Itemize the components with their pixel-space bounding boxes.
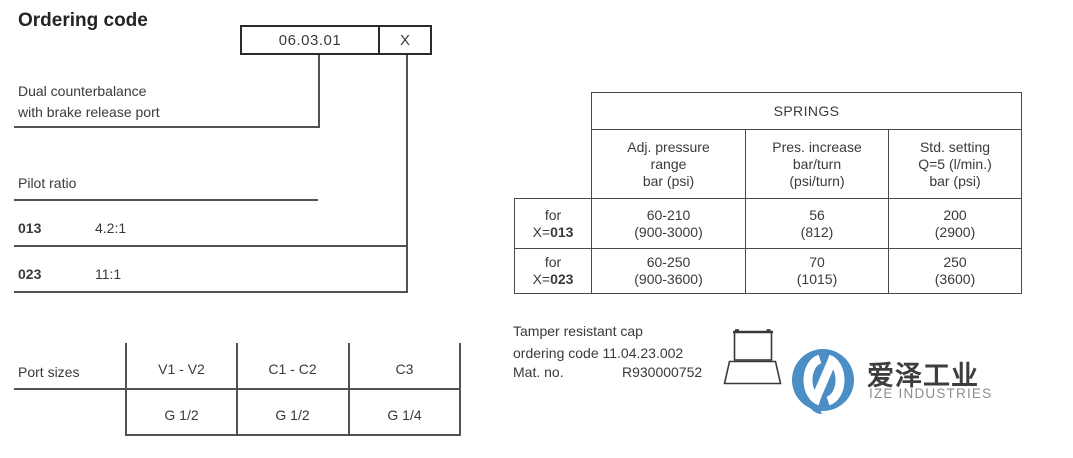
pilot-ratio-rule (14, 199, 318, 201)
springs-table: SPRINGS Adj. pressure range bar (psi) Pr… (514, 92, 1022, 294)
springs-row-013: for X=013 60-210 (900-3000) 56 (812) 200… (514, 198, 1022, 249)
product-description: Dual counterbalance with brake release p… (18, 81, 248, 123)
brand-name-english: IZE INDUSTRIES (869, 386, 993, 401)
tamper-cap-icon (723, 329, 782, 385)
description-line-2: with brake release port (18, 104, 160, 120)
springs-table-title: SPRINGS (591, 92, 1022, 130)
ordering-variant-cell: X (399, 31, 410, 49)
springs-cell-pres-increase: 56 (812) (745, 198, 889, 249)
pilot-ratio-label: Pilot ratio (18, 175, 77, 191)
springs-cell-adj-pressure: 60-210 (900-3000) (591, 198, 746, 249)
port-table-hline (125, 434, 461, 436)
port-header-cell: C3 (395, 361, 414, 377)
connector-line-code (318, 55, 320, 128)
page-title: Ordering code (18, 10, 148, 31)
ordering-code-value: 06.03.01 (242, 27, 380, 53)
springs-row-023: for X=023 60-250 (900-3600) 70 (1015) 25… (514, 248, 1022, 294)
springs-cell-adj-pressure: 60-250 (900-3600) (591, 248, 746, 294)
tamper-line-1: Tamper resistant cap (513, 323, 643, 339)
material-number-value: R930000752 (622, 364, 703, 380)
brand-logo-icon (792, 349, 854, 414)
port-value-cell: G 1/2 (164, 407, 199, 423)
description-line-1: Dual counterbalance (18, 83, 147, 99)
port-header-cell: C1 - C2 (268, 361, 317, 377)
port-value-cell: G 1/2 (275, 407, 310, 423)
springs-cell-pres-increase: 70 (1015) (745, 248, 889, 294)
brand-name-chinese: 爱泽工业 (867, 361, 979, 391)
port-header-cell: V1 - V2 (158, 361, 205, 377)
springs-cell-std-setting: 200 (2900) (888, 198, 1022, 249)
pilot-option-ratio: 4.2:1 (95, 220, 127, 236)
tamper-cap-note: Tamper resistant cap ordering code 11.04… (513, 320, 813, 364)
ordering-code-box: 06.03.01 X (240, 25, 432, 55)
springs-col-header-pres-increase: Pres. increase bar/turn (psi/turn) (745, 129, 889, 199)
pilot-option-code: 013 (18, 220, 42, 236)
option-013-rule (14, 245, 408, 247)
pilot-option-code: 023 (18, 266, 42, 282)
springs-cell-std-setting: 250 (3600) (888, 248, 1022, 294)
springs-col-header-std-setting: Std. setting Q=5 (l/min.) bar (psi) (888, 129, 1022, 199)
port-value-cell: G 1/4 (387, 407, 422, 423)
springs-spacer-cell (515, 93, 592, 130)
description-rule (14, 126, 320, 128)
pilot-option-ratio: 11:1 (95, 266, 122, 282)
springs-col-header-adj-pressure: Adj. pressure range bar (psi) (591, 129, 746, 199)
springs-row-label: for X=023 (514, 248, 592, 294)
material-number-row: Mat. no. R930000752 (513, 364, 773, 380)
option-023-rule (14, 291, 408, 293)
port-table-hline (14, 388, 461, 390)
springs-row-label: for X=013 (514, 198, 592, 249)
connector-line-variant (406, 55, 408, 293)
material-number-label: Mat. no. (513, 364, 564, 380)
tamper-line-2: ordering code 11.04.23.002 (513, 345, 684, 361)
springs-spacer-cell (515, 130, 592, 199)
port-sizes-label: Port sizes (18, 364, 80, 380)
